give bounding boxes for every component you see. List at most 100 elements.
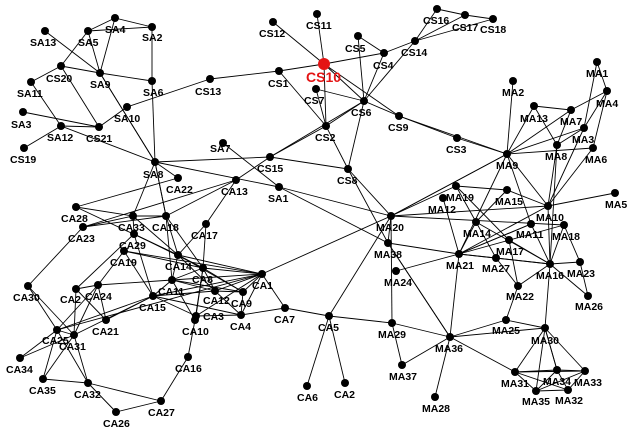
node-ca23[interactable]	[79, 223, 87, 231]
node-ca35[interactable]	[39, 375, 47, 383]
node-sa9[interactable]	[96, 69, 104, 77]
node-ca18[interactable]	[162, 212, 170, 220]
node-ca2[interactable]	[341, 379, 349, 387]
node-sa1[interactable]	[275, 183, 283, 191]
node-ca1[interactable]	[258, 270, 266, 278]
node-ma2[interactable]	[509, 77, 517, 85]
node-cs10[interactable]	[318, 58, 330, 70]
node-sa5[interactable]	[84, 27, 92, 35]
node-ma30[interactable]	[541, 324, 549, 332]
node-sa3[interactable]	[19, 108, 27, 116]
node-ma24[interactable]	[392, 267, 400, 275]
node-cs16[interactable]	[433, 5, 441, 13]
node-cs6[interactable]	[360, 97, 368, 105]
node-cs9[interactable]	[395, 112, 403, 120]
node-ma28[interactable]	[431, 393, 439, 401]
node-ca22[interactable]	[174, 174, 182, 182]
node-ma33[interactable]	[581, 367, 589, 375]
node-cs20[interactable]	[57, 62, 65, 70]
node-ca16[interactable]	[184, 353, 192, 361]
node-cs5[interactable]	[354, 32, 362, 40]
node-ca8[interactable]	[199, 264, 207, 272]
node-ma27[interactable]	[492, 254, 500, 262]
node-ma20[interactable]	[387, 212, 395, 220]
node-cs11[interactable]	[313, 10, 321, 18]
node-ma14[interactable]	[472, 218, 480, 226]
node-ca27[interactable]	[157, 397, 165, 405]
node-sa6[interactable]	[148, 77, 156, 85]
node-ma10[interactable]	[544, 202, 552, 210]
node-ma17[interactable]	[505, 236, 513, 244]
node-ca13[interactable]	[232, 176, 240, 184]
node-ma21[interactable]	[455, 250, 463, 258]
node-ca15[interactable]	[149, 292, 157, 300]
node-ma8[interactable]	[553, 141, 561, 149]
node-ca21[interactable]	[102, 316, 110, 324]
node-cs19[interactable]	[20, 144, 28, 152]
node-sa4[interactable]	[111, 14, 119, 22]
node-ca9[interactable]	[239, 288, 247, 296]
node-cs18[interactable]	[489, 15, 497, 23]
node-ma38[interactable]	[384, 239, 392, 247]
node-sa10[interactable]	[123, 103, 131, 111]
node-cs14[interactable]	[411, 37, 419, 45]
node-cs2[interactable]	[322, 122, 330, 130]
node-sa11[interactable]	[27, 78, 35, 86]
node-ca10[interactable]	[191, 316, 199, 324]
node-ca7[interactable]	[281, 304, 289, 312]
node-ca34[interactable]	[16, 354, 24, 362]
node-ca31[interactable]	[70, 331, 78, 339]
node-ca26[interactable]	[112, 408, 120, 416]
node-ca33[interactable]	[129, 212, 137, 220]
node-ca2b[interactable]	[72, 285, 80, 293]
node-ma34[interactable]	[553, 366, 561, 374]
node-cs4[interactable]	[380, 49, 388, 57]
node-ca32[interactable]	[84, 379, 92, 387]
node-ma36[interactable]	[446, 333, 454, 341]
node-ma22[interactable]	[514, 282, 522, 290]
node-sa13[interactable]	[41, 27, 49, 35]
node-ma12[interactable]	[439, 194, 447, 202]
node-cs1[interactable]	[275, 67, 283, 75]
node-ma31[interactable]	[511, 368, 519, 376]
node-cs3[interactable]	[453, 134, 461, 142]
node-cs12[interactable]	[269, 18, 277, 26]
node-ma37[interactable]	[398, 361, 406, 369]
node-sa2[interactable]	[148, 23, 156, 31]
node-ma4[interactable]	[603, 87, 611, 95]
node-ma23[interactable]	[576, 258, 584, 266]
node-ma1[interactable]	[593, 58, 601, 66]
node-ma5[interactable]	[611, 189, 619, 197]
node-cs15[interactable]	[266, 153, 274, 161]
node-cs17[interactable]	[461, 11, 469, 19]
node-ma32[interactable]	[564, 386, 572, 394]
node-ma13[interactable]	[530, 102, 538, 110]
node-ma6[interactable]	[589, 144, 597, 152]
node-ma9[interactable]	[503, 150, 511, 158]
node-sa8[interactable]	[151, 158, 159, 166]
node-ca14[interactable]	[174, 251, 182, 259]
node-ma35[interactable]	[532, 387, 540, 395]
node-sa12[interactable]	[57, 122, 65, 130]
node-cs21[interactable]	[95, 123, 103, 131]
node-ca5[interactable]	[325, 312, 333, 320]
node-cs13[interactable]	[206, 75, 214, 83]
node-ma15[interactable]	[503, 186, 511, 194]
node-ca30[interactable]	[24, 282, 32, 290]
node-ma25[interactable]	[502, 316, 510, 324]
node-ma19[interactable]	[452, 182, 460, 190]
node-ma26[interactable]	[584, 292, 592, 300]
node-ma11[interactable]	[527, 220, 535, 228]
node-ca6[interactable]	[303, 382, 311, 390]
node-cs7[interactable]	[312, 85, 320, 93]
node-ma3[interactable]	[580, 124, 588, 132]
node-ma16[interactable]	[546, 260, 554, 268]
node-ca29[interactable]	[130, 230, 138, 238]
node-ma29[interactable]	[388, 319, 396, 327]
node-cs8[interactable]	[344, 165, 352, 173]
node-ca25[interactable]	[53, 326, 61, 334]
node-ma7[interactable]	[567, 106, 575, 114]
node-ca11[interactable]	[168, 276, 176, 284]
node-ca17[interactable]	[202, 220, 210, 228]
node-ca12[interactable]	[211, 287, 219, 295]
